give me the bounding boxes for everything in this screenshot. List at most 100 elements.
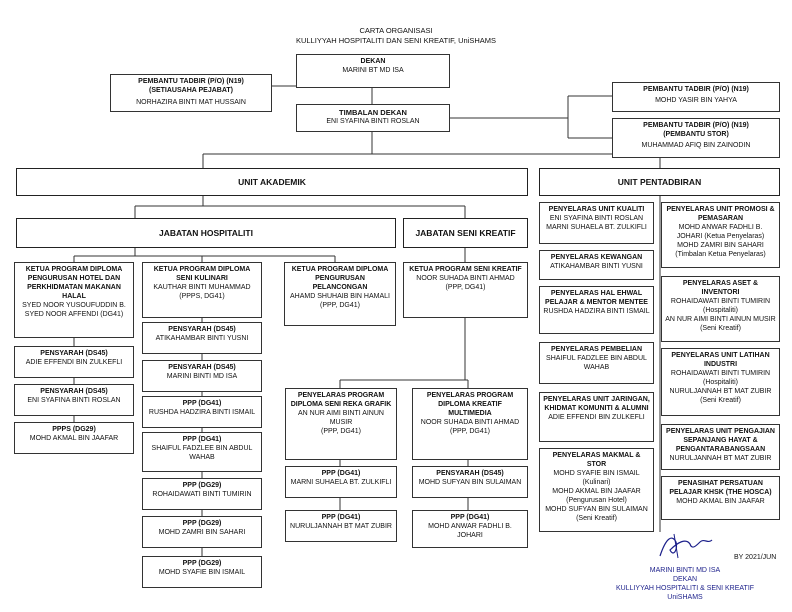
col2-p7-title: PPP (DG29): [182, 560, 222, 567]
penyelaras-grafik-box: PENYELARAS PROGRAM DIPLOMA SENI REKA GRA…: [285, 388, 397, 460]
signature-mark: [659, 533, 713, 559]
makmal-title: PENYELARAS MAKMAL & STOR: [552, 452, 641, 468]
latihan-title: PENYELARAS UNIT LATIHAN INDUSTRI: [671, 352, 770, 368]
penyelaras-kualiti-box: PENYELARAS UNIT KUALITI ENI SYAFINA BINT…: [539, 202, 654, 244]
m2-title: PPP (DG41): [450, 514, 490, 521]
pembelian-title: PENYELARAS PEMBELIAN: [550, 346, 642, 353]
hosca-title: PENASIHAT PERSATUAN PELAJAR KHSK (The HO…: [669, 480, 772, 496]
latihan-name-2: NURULJANNAH BT MAT ZUBIR: [669, 387, 772, 395]
penasihat-hosca-box: PENASIHAT PERSATUAN PELAJAR KHSK (The HO…: [661, 476, 780, 520]
signature-block: MARINI BINTI MD ISA DEKAN KULLIYYAH HOSP…: [600, 566, 770, 602]
ketua-program-hotel-box: KETUA PROGRAM DIPLOMA PENGURUSAN HOTEL D…: [14, 262, 134, 338]
col2-p2-title: PENSYARAH (DS45): [168, 364, 236, 371]
col2-p4-title: PPP (DG41): [182, 436, 222, 443]
penyelaras-jaringan-box: PENYELARAS UNIT JARINGAN, KHIDMAT KOMUNI…: [539, 392, 654, 442]
multimedia-title: PENYELARAS PROGRAM DIPLOMA KREATIF MULTI…: [426, 392, 514, 417]
col2-p1-name: ATIKAHAMBAR BINTI YUSNI: [155, 334, 249, 342]
ketua-hotel-title: KETUA PROGRAM DIPLOMA PENGURUSAN HOTEL D…: [25, 266, 123, 300]
pembantu-stor-box: PEMBANTU TADBIR (P/O) (N19) (PEMBANTU ST…: [612, 118, 780, 158]
promosi-name-2: MOHD ZAMRI BIN SAHARI (Timbalan Ketua Pe…: [675, 241, 766, 258]
penyelaras-promosi-box: PENYELARAS UNIT PROMOSI & PEMASARAN MOHD…: [661, 202, 780, 268]
jabatan-hospitaliti-box: JABATAN HOSPITALITI: [16, 218, 396, 248]
ketua-kulinari-grade: (PPPS, DG41): [179, 292, 225, 300]
ketua-program-kulinari-box: KETUA PROGRAM DIPLOMA SENI KULINARI KAUT…: [142, 262, 262, 318]
makmal-note-2: (Pengurusan Hotel): [566, 496, 627, 504]
jabatan-seni-kreatif-box: JABATAN SENI KREATIF: [403, 218, 528, 248]
pembantu-1-name: MOHD YASIR BIN YAHYA: [655, 96, 737, 104]
jaringan-title: PENYELARAS UNIT JARINGAN, KHIDMAT KOMUNI…: [543, 396, 650, 412]
grafik-grade: (PPP, DG41): [321, 427, 361, 435]
col2-p7-name: MOHD SYAFIE BIN ISMAIL: [158, 568, 246, 576]
signature-org-1: KULLIYYAH HOSPITALITI & SENI KREATIF: [615, 585, 755, 593]
penyelaras-makmal-box: PENYELARAS MAKMAL & STOR MOHD SYAFIE BIN…: [539, 448, 654, 532]
g2-name: NURULJANNAH BT MAT ZUBIR: [290, 522, 392, 530]
pembelian-name: SHAIFUL FADZLEE BIN ABDUL WAHAB: [546, 354, 647, 371]
penyelaras-hep-box: PENYELARAS HAL EHWAL PELAJAR & MENTOR ME…: [539, 286, 654, 334]
ketua-pelancongan-name: AHAMD SHUHAIB BIN HAMALI: [290, 292, 390, 300]
col1-p2-title: PENSYARAH (DS45): [40, 388, 108, 395]
col1-staff-1: PENSYARAH (DS45) ADIE EFFENDI BIN ZULKEF…: [14, 346, 134, 378]
col2-staff-2: PENSYARAH (DS45) MARINI BINTI MD ISA: [142, 360, 262, 392]
pengajian-title: PENYELARAS UNIT PENGAJIAN SEPANJANG HAYA…: [666, 428, 775, 453]
col2-staff-7: PPP (DG29) MOHD SYAFIE BIN ISMAIL: [142, 556, 262, 588]
dekan-title: DEKAN: [360, 58, 386, 65]
jaringan-name: ADIE EFFENDI BIN ZULKEFLI: [548, 413, 645, 421]
multimedia-staff-1: PENSYARAH (DS45) MOHD SUFYAN BIN SULAIMA…: [412, 466, 528, 498]
col2-p5-name: ROHAIDAWATI BINTI TUMIRIN: [152, 490, 252, 498]
pembantu-stor-subtitle: (PEMBANTU STOR): [663, 130, 729, 138]
col2-p6-title: PPP (DG29): [182, 520, 222, 527]
col1-staff-2: PENSYARAH (DS45) ENI SYAFINA BINTI ROSLA…: [14, 384, 134, 416]
ketua-seni-grade: (PPP, DG41): [445, 283, 486, 291]
penyelaras-pengajian-box: PENYELARAS UNIT PENGAJIAN SEPANJANG HAYA…: [661, 424, 780, 470]
grafik-staff-1: PPP (DG41) MARNI SUHAELA BT. ZULKIFLI: [285, 466, 397, 498]
ketua-program-pelancongan-box: KETUA PROGRAM DIPLOMA PENGURUSAN PELANCO…: [284, 262, 396, 326]
pembantu-tadbir-box: PEMBANTU TADBIR (P/O) (N19) MOHD YASIR B…: [612, 82, 780, 112]
promosi-title: PENYELARAS UNIT PROMOSI & PEMASARAN: [666, 206, 775, 222]
col2-staff-3: PPP (DG41) RUSHDA HADZIRA BINTI ISMAIL: [142, 396, 262, 428]
col1-p2-name: ENI SYAFINA BINTI ROSLAN: [27, 396, 121, 404]
penyelaras-latihan-box: PENYELARAS UNIT LATIHAN INDUSTRI ROHAIDA…: [661, 348, 780, 416]
col1-staff-3: PPPS (DG29) MOHD AKMAL BIN JAAFAR: [14, 422, 134, 454]
penyelaras-multimedia-box: PENYELARAS PROGRAM DIPLOMA KREATIF MULTI…: [412, 388, 528, 460]
col2-p2-name: MARINI BINTI MD ISA: [166, 372, 238, 380]
g1-name: MARNI SUHAELA BT. ZULKIFLI: [290, 478, 392, 486]
col2-staff-5: PPP (DG29) ROHAIDAWATI BINTI TUMIRIN: [142, 478, 262, 510]
ketua-kulinari-name: KAUTHAR BINTI MUHAMMAD: [153, 283, 251, 291]
multimedia-name: NOOR SUHADA BINTI AHMAD: [420, 418, 520, 426]
col2-p3-title: PPP (DG41): [182, 400, 222, 407]
kewangan-title: PENYELARAS KEWANGAN: [550, 254, 643, 261]
aset-title: PENYELARAS ASET & INVENTORI: [682, 280, 759, 296]
col2-p4-name: SHAIFUL FADZLEE BIN ABDUL WAHAB: [151, 444, 253, 461]
pembantu-stor-title: PEMBANTU TADBIR (P/O) (N19): [643, 122, 749, 129]
ketua-pelancongan-title: KETUA PROGRAM DIPLOMA PENGURUSAN PELANCO…: [291, 266, 389, 291]
date-label: BY 2021/JUN: [734, 554, 777, 561]
kewangan-name: ATIKAHAMBAR BINTI YUSNI: [550, 262, 643, 270]
makmal-name-1: MOHD SYAFIE BIN ISMAIL: [553, 469, 640, 477]
g2-title: PPP (DG41): [321, 514, 361, 521]
m2-name: MOHD ANWAR FADHLI B. JOHARI: [428, 522, 512, 539]
timbalan-name: ENI SYAFINA BINTI ROSLAN: [326, 117, 420, 125]
signature-name: MARINI BINTI MD ISA: [649, 567, 721, 574]
ketua-seni-title: KETUA PROGRAM SENI KREATIF: [409, 266, 522, 273]
penyelaras-pembelian-box: PENYELARAS PEMBELIAN SHAIFUL FADZLEE BIN…: [539, 342, 654, 384]
aset-name-1: ROHAIDAWATI BINTI TUMIRIN (Hospitaliti): [670, 297, 771, 314]
pembantu-pejabat-box: PEMBANTU TADBIR (P/O) (N19) (SETIAUSAHA …: [110, 74, 272, 112]
ketua-pelancongan-grade: (PPP, DG41): [320, 301, 360, 309]
kualiti-name-2: MARNI SUHAELA BT. ZULKIFLI: [546, 223, 647, 231]
col1-p3-name: MOHD AKMAL BIN JAAFAR: [29, 434, 119, 442]
pembantu-pejabat-subtitle: (SETIAUSAHA PEJABAT): [148, 86, 233, 94]
signature-role: DEKAN: [672, 576, 698, 584]
col2-p6-name: MOHD ZAMRI BIN SAHARI: [158, 528, 246, 536]
g1-title: PPP (DG41): [321, 470, 361, 477]
grafik-name: AN NUR AIMI BINTI AINUN MUSIR: [298, 409, 384, 426]
ketua-seni-name: NOOR SUHADA BINTI AHMAD: [416, 274, 515, 282]
latihan-note-1: (Hospitaliti): [702, 378, 738, 386]
col2-staff-4: PPP (DG41) SHAIFUL FADZLEE BIN ABDUL WAH…: [142, 432, 262, 472]
hep-name: RUSHDA HADZIRA BINTI ISMAIL: [543, 307, 650, 315]
kualiti-name-1: ENI SYAFINA BINTI ROSLAN: [549, 214, 644, 222]
col1-p1-title: PENSYARAH (DS45): [40, 350, 108, 357]
col2-p3-name: RUSHDA HADZIRA BINTI ISMAIL: [148, 408, 256, 416]
chart-title: CARTA ORGANISASI: [359, 26, 433, 35]
m1-name: MOHD SUFYAN BIN SULAIMAN: [418, 478, 522, 486]
